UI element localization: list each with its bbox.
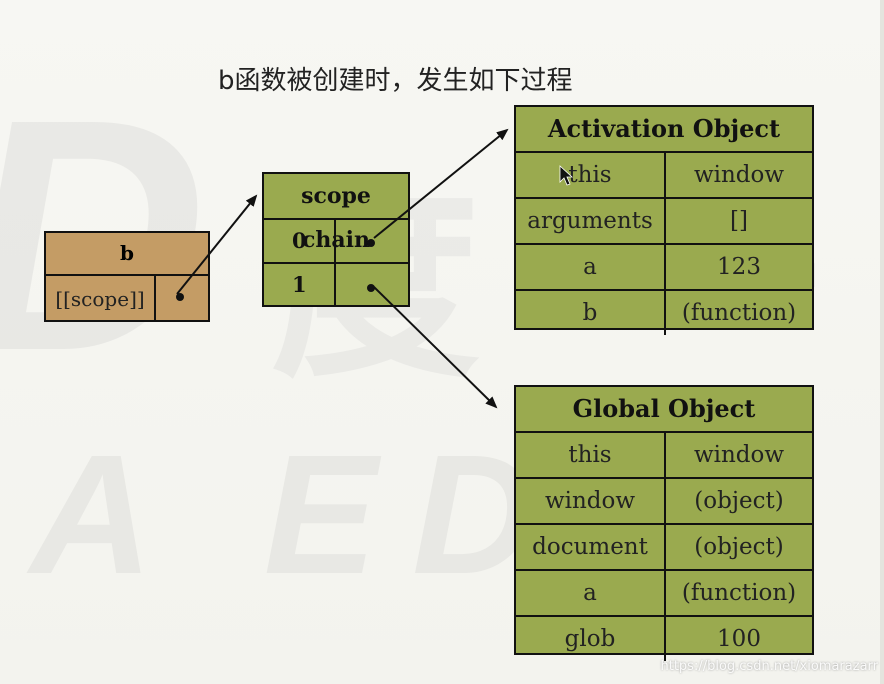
table-row: b (function) xyxy=(516,291,812,335)
table-row: document (object) xyxy=(516,525,812,571)
global-object-title: Global Object xyxy=(516,387,812,433)
activation-object-title: Activation Object xyxy=(516,107,812,153)
table-row: arguments [] xyxy=(516,199,812,245)
property-key: window xyxy=(516,479,666,523)
property-value: 123 xyxy=(717,254,761,280)
function-name: b xyxy=(46,233,208,276)
scope-chain-box: scope chain 0 1 xyxy=(262,172,410,307)
table-row: window (object) xyxy=(516,479,812,525)
function-box-b: b [[scope]] xyxy=(44,231,210,322)
arrow-chain1-to-global-object xyxy=(373,286,498,409)
scope-pointer-cell xyxy=(156,276,208,322)
property-value: [] xyxy=(730,208,748,234)
property-value: (object) xyxy=(694,534,784,560)
page-title: b函数被创建时，发生如下过程 xyxy=(218,66,573,96)
property-value: window xyxy=(693,162,785,188)
arrow-scope-to-scope-chain xyxy=(176,194,258,295)
property-key: a xyxy=(516,245,666,289)
table-row: glob 100 xyxy=(516,617,812,661)
scope-chain-index: 0 xyxy=(264,220,336,262)
scope-pointer-dot xyxy=(176,293,184,301)
property-value: (function) xyxy=(681,300,797,326)
scope-chain-pointer-dot xyxy=(367,239,375,247)
property-key: a xyxy=(516,571,666,615)
arrow-chain0-to-activation-object xyxy=(373,128,509,239)
table-row: a (function) xyxy=(516,571,812,617)
property-key: glob xyxy=(516,617,666,661)
property-key: b xyxy=(516,291,666,335)
table-row: this window xyxy=(516,433,812,479)
activation-object-table: Activation Object this window arguments … xyxy=(514,105,814,335)
property-value: (object) xyxy=(694,488,784,514)
scope-chain-row: 1 xyxy=(264,264,408,306)
function-scope-row: [[scope]] xyxy=(46,276,208,322)
scope-chain-label: scope chain xyxy=(264,174,408,253)
property-key: arguments xyxy=(516,199,666,243)
scope-chain-row: 0 xyxy=(264,220,408,264)
scope-chain-pointer-dot xyxy=(367,284,375,292)
property-key: this xyxy=(516,153,666,197)
table-row: a 123 xyxy=(516,245,812,291)
table-row: this window xyxy=(516,153,812,199)
global-object-table: Global Object this window window (object… xyxy=(514,385,814,661)
property-key: document xyxy=(516,525,666,569)
scope-property-label: [[scope]] xyxy=(46,276,156,322)
window-edge xyxy=(880,0,884,684)
scope-chain-pointer-cell xyxy=(336,264,408,306)
property-key: this xyxy=(516,433,666,477)
scope-chain-index: 1 xyxy=(264,264,336,306)
property-value: window xyxy=(693,442,785,468)
source-credit: https://blog.csdn.net/xiomarazarr xyxy=(660,659,878,674)
property-value: (function) xyxy=(681,580,797,606)
scope-chain-pointer-cell xyxy=(336,220,408,262)
cursor-icon xyxy=(559,165,574,186)
property-value: 100 xyxy=(717,626,761,652)
